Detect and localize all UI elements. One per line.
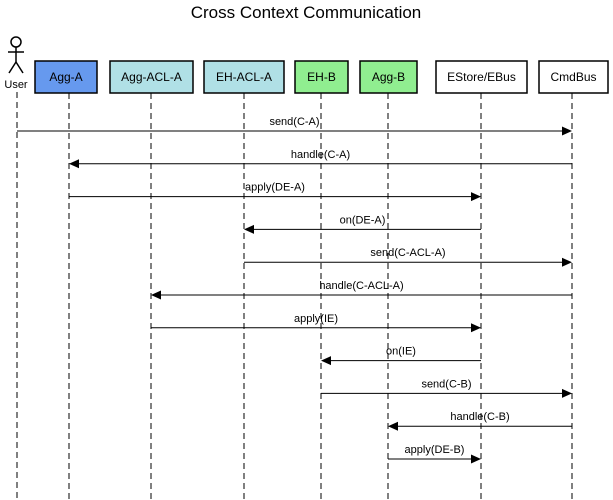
arrowhead-icon [244, 224, 254, 234]
participant-box [294, 60, 349, 94]
participant-eh-acl-a[interactable]: EH-ACL-A [203, 60, 285, 94]
arrowhead-icon [562, 126, 572, 136]
participant-cmdbus[interactable]: CmdBus [538, 60, 609, 94]
stick-figure-icon [8, 36, 24, 74]
participant-box [109, 60, 194, 94]
participant-label: Agg-ACL-A [121, 70, 182, 84]
arrowhead-icon [151, 290, 161, 300]
message-label: apply(IE) [294, 313, 338, 325]
message-label: on(DE-A) [340, 214, 386, 226]
message: apply(DE-A) [69, 182, 481, 202]
message-label: apply(DE-B) [405, 444, 465, 456]
message-label: handle(C-ACL-A) [319, 280, 403, 292]
message: on(IE) [321, 346, 481, 366]
participant-agg-b[interactable]: Agg-B [359, 60, 418, 94]
participant-agg-a[interactable]: Agg-A [34, 60, 98, 94]
message: apply(IE) [151, 313, 481, 333]
message-label: on(IE) [386, 346, 416, 358]
message-label: handle(C-A) [291, 149, 350, 161]
message-label: send(C-A) [269, 116, 319, 128]
message: send(C-ACL-A) [244, 247, 572, 267]
arrowhead-icon [471, 323, 481, 333]
arrowhead-icon [321, 356, 331, 366]
diagram-title: Cross Context Communication [191, 3, 422, 22]
participant-label: Agg-A [49, 70, 82, 84]
participant-box [359, 60, 418, 94]
participant-label: Agg-B [372, 70, 405, 84]
message: handle(C-ACL-A) [151, 280, 572, 300]
participant-box [34, 60, 98, 94]
participant-eh-b[interactable]: EH-B [294, 60, 349, 94]
message: send(C-B) [321, 378, 572, 398]
message-label: send(C-ACL-A) [370, 247, 445, 259]
participant-box [538, 60, 609, 94]
arrowhead-icon [69, 159, 79, 169]
message: handle(C-A) [69, 149, 572, 169]
message-label: send(C-B) [421, 378, 471, 390]
participant-label: EStore/EBus [447, 70, 516, 84]
participant-agg-acl-a[interactable]: Agg-ACL-A [109, 60, 194, 94]
arrowhead-icon [562, 388, 572, 398]
message: apply(DE-B) [388, 444, 481, 464]
participant-box [203, 60, 285, 94]
arrowhead-icon [471, 454, 481, 464]
participant-label: CmdBus [550, 70, 596, 84]
message-label: apply(DE-A) [245, 182, 305, 194]
arrowhead-icon [471, 192, 481, 202]
message: on(DE-A) [244, 214, 481, 234]
participant-box [435, 60, 528, 94]
actor-label: User [4, 79, 28, 91]
arrowhead-icon [562, 257, 572, 267]
message: send(C-A) [17, 116, 572, 136]
message-label: handle(C-B) [450, 411, 509, 423]
message: handle(C-B) [388, 411, 572, 431]
participant-estore[interactable]: EStore/EBus [435, 60, 528, 94]
actor-user: User [4, 36, 28, 91]
participant-label: EH-ACL-A [216, 70, 272, 84]
participant-label: EH-B [307, 70, 336, 84]
arrowhead-icon [388, 421, 398, 431]
